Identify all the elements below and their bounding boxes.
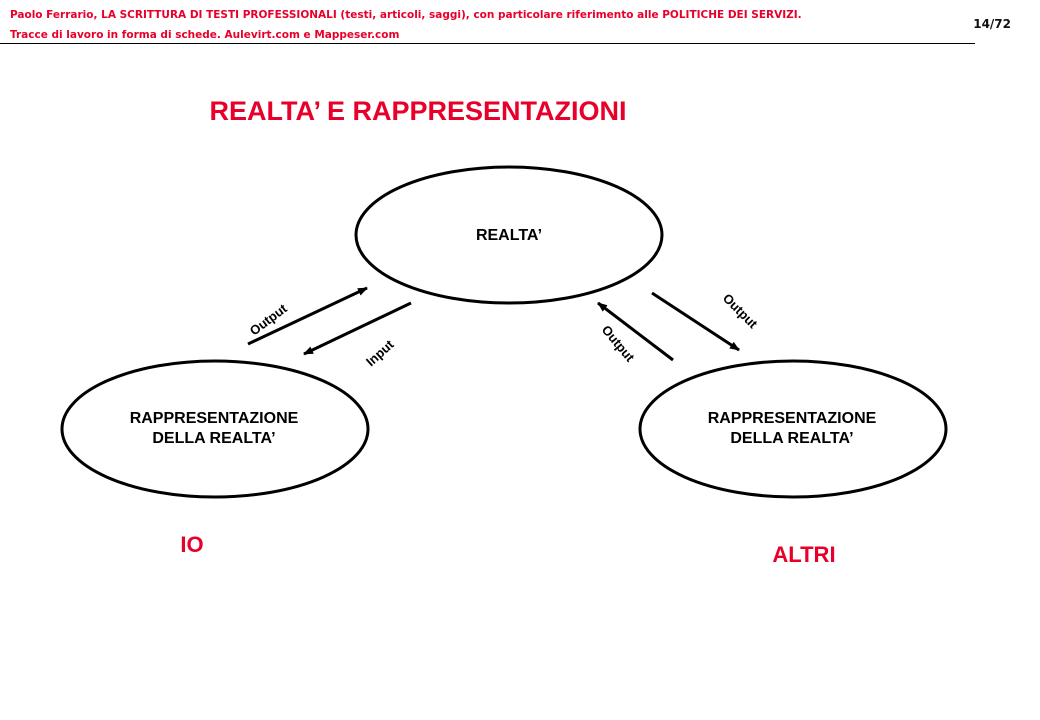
header-line-1: Paolo Ferrario, LA SCRITTURA DI TESTI PR… <box>10 9 802 21</box>
label-right-down-output: Output <box>720 291 761 332</box>
reality-node <box>354 165 664 305</box>
diagram-title: REALTA’ E RAPPRESENTAZIONI <box>209 96 626 126</box>
io-node-line-2: DELLA REALTA’ <box>152 430 275 447</box>
io-node-line-1: RAPPRESENTAZIONE <box>130 410 299 427</box>
reality-label: REALTA’ <box>476 227 542 244</box>
arrow-altri-output <box>597 301 674 362</box>
arrow-io-output <box>247 286 368 346</box>
io-caption: IO <box>180 532 203 557</box>
io-representation-node <box>60 359 370 499</box>
arrow-io-input <box>303 301 412 356</box>
header-line-2: Tracce di lavoro in forma di schede. Aul… <box>10 29 400 41</box>
altri-representation-node <box>638 359 948 499</box>
header-divider <box>0 43 975 44</box>
altri-node-line-1: RAPPRESENTAZIONE <box>708 410 877 427</box>
arrow-reality-output <box>651 291 740 352</box>
page-number: 14/72 <box>973 17 1011 31</box>
altri-node-line-2: DELLA REALTA’ <box>730 430 853 447</box>
altri-caption: ALTRI <box>772 542 835 567</box>
label-left-input: Input <box>363 336 397 369</box>
